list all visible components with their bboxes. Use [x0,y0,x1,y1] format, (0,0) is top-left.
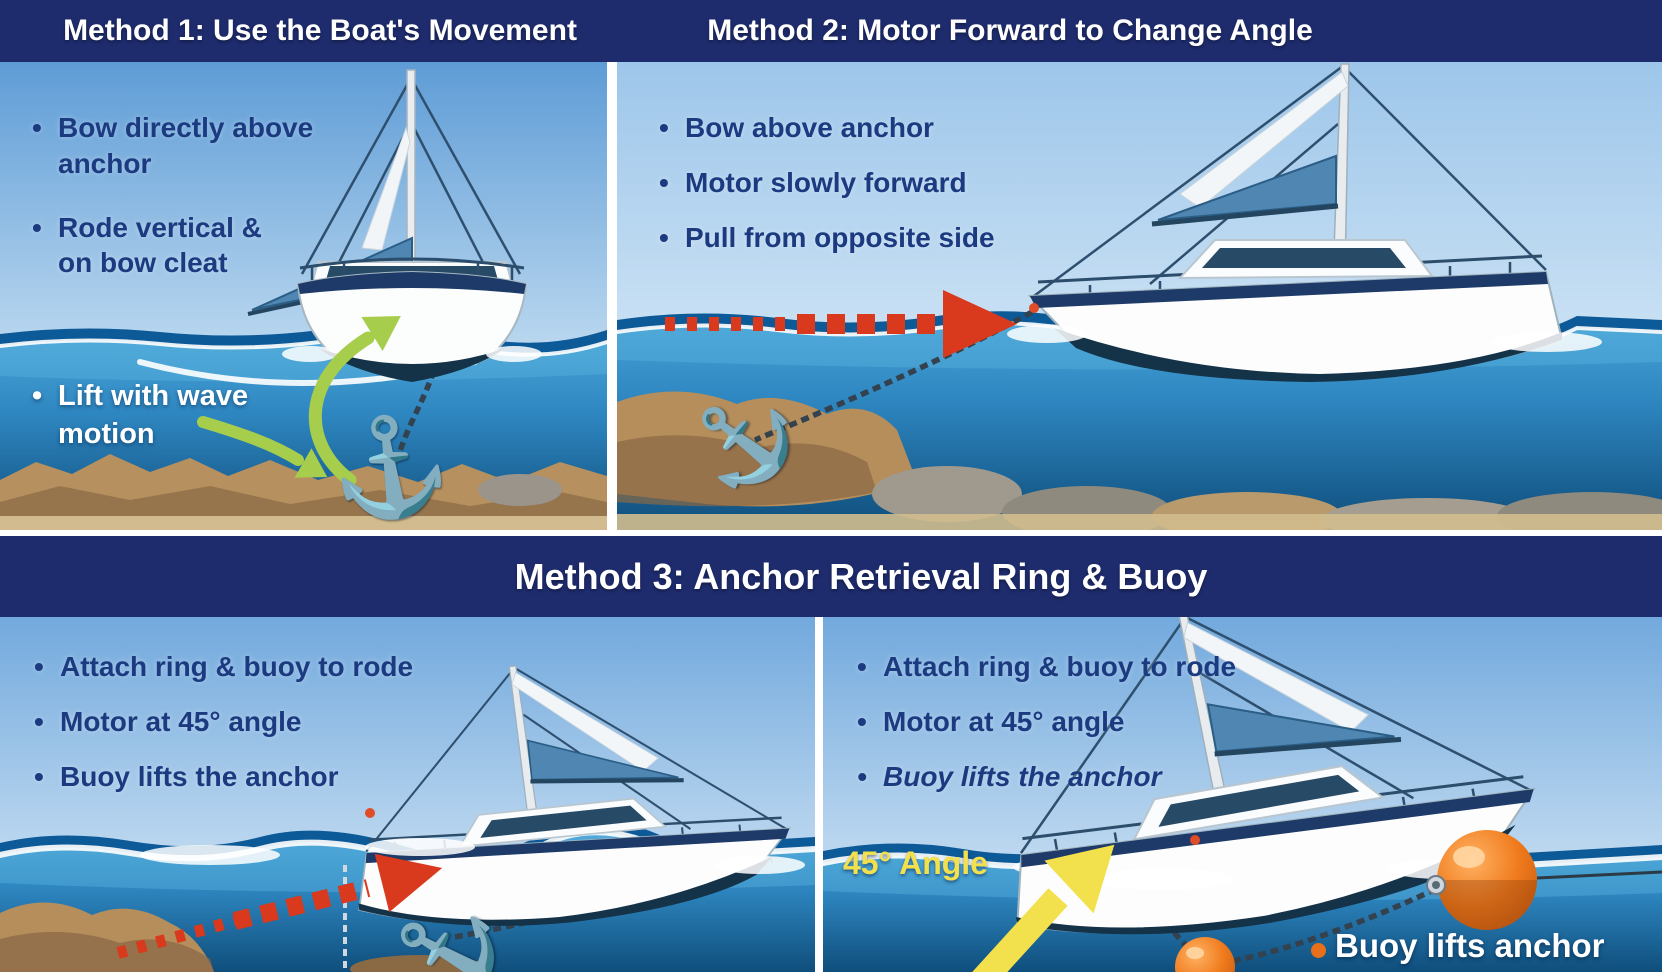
method3-left-panel: Attach ring & buoy to rode Motor at 45° … [0,617,815,972]
retrieval-buoy [1426,830,1537,930]
vertical-divider [607,62,617,530]
list-item: Rode vertical & on bow cleat [28,210,293,282]
list-item: Attach ring & buoy to rode [853,649,1293,685]
red-motor-arrow-icon [116,853,443,959]
sailboat-side-view [336,639,797,944]
method2-title: Method 2: Motor Forward to Change Angle [707,14,1313,47]
top-title-bar [0,0,1662,62]
anchor-rode [395,357,440,459]
green-lift-arrow-icon [308,315,401,487]
sailboat-side-view [1029,64,1562,382]
list-item: Attach ring & buoy to rode [30,649,470,685]
horizontal-separator [0,530,1662,536]
wave-motion-label: Lift with wave motion [28,378,298,453]
small-buoy [1175,937,1235,972]
list-item: Motor at 45° angle [853,704,1293,740]
seabed-rocks [617,391,1662,530]
buoy-lifts-anchor-label: Buoy lifts anchor [1335,927,1605,964]
list-item: Bow above anchor [655,110,1085,146]
surface-rode [1536,870,1662,880]
method1-title: Method 1: Use the Boat's Movement [63,14,577,47]
method1-panel: Bow directly above anchor Rode vertical … [0,62,607,530]
list-item: Pull from opposite side [655,220,1085,256]
method2-bullet-list: Bow above anchor Motor slowly forward Pu… [655,110,1085,274]
red-motor-arrow-icon [665,290,1017,358]
method3-left-scene [0,617,815,972]
angle-45-label: 45° Angle [843,845,988,881]
list-item: Bow directly above anchor [28,110,338,182]
method3-title: Method 3: Anchor Retrieval Ring & Buoy [514,555,1208,597]
list-item: Buoy lifts the anchor [853,759,1293,795]
list-item: Motor at 45° angle [30,704,470,740]
anchor-icon: ⚓ [323,406,457,529]
method3-right-panel: Attach ring & buoy to rode Motor at 45° … [823,617,1662,972]
sailboat-side-view [969,617,1548,966]
method2-panel: Bow above anchor Motor slowly forward Pu… [617,62,1662,530]
method3-left-bullet-list: Attach ring & buoy to rode Motor at 45° … [30,649,470,813]
orange-bullet-dot [1311,943,1326,958]
yellow-angle-arrow-icon [972,844,1115,972]
list-item: Motor slowly forward [655,165,1085,201]
list-item: Buoy lifts the anchor [30,759,470,795]
method3-title-bar [0,536,1662,617]
anchor-rode [1212,886,1438,968]
vertical-divider [815,617,823,972]
method1-scene [0,62,607,530]
method1-bullet-list: Bow directly above anchor Rode vertical … [28,110,338,300]
method3-right-bullet-list: Attach ring & buoy to rode Motor at 45° … [853,649,1293,813]
